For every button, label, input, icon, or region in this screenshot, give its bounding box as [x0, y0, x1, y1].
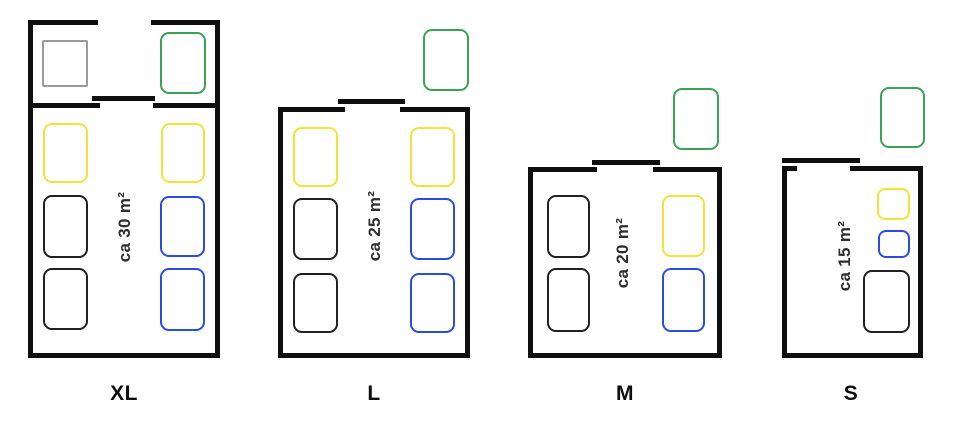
furniture-blue [878, 230, 910, 258]
room-xl-partition-wall-left [33, 103, 100, 108]
furniture-yellow [877, 188, 910, 220]
room-l-size-label: L [367, 382, 381, 405]
furniture-blue [410, 273, 455, 333]
room-l-area-label: ca 25 m² [365, 190, 384, 262]
furniture-black [293, 198, 338, 260]
furniture-blue [160, 196, 205, 257]
room-xl-door-opening [100, 103, 153, 108]
room-xl-partition-wall-right [153, 103, 215, 108]
furniture-blue [662, 268, 705, 332]
furniture-black [547, 195, 590, 258]
room-s-size-label: S [843, 382, 859, 405]
furniture-green [673, 88, 719, 150]
room-xl-door-lintel [92, 96, 155, 101]
furniture-blue [410, 198, 455, 260]
furniture-yellow [410, 127, 455, 187]
room-xl-area-label: ca 30 m² [115, 191, 134, 263]
furniture-black [547, 268, 590, 332]
room-s-door-opening [797, 166, 850, 171]
room-m-size-label: M [616, 382, 634, 405]
furniture-green [880, 87, 925, 148]
furniture-yellow [43, 123, 88, 183]
room-m-door-lintel [592, 160, 660, 165]
furniture-black [43, 195, 88, 258]
room-m-door-opening [597, 167, 653, 172]
room-s-area-label: ca 15 m² [835, 220, 854, 292]
room-xl-door-opening [98, 20, 151, 25]
furniture-blue [160, 268, 205, 331]
room-xl-size-label: XL [110, 382, 138, 405]
furniture-yellow [293, 127, 338, 187]
room-s-outline [782, 166, 923, 358]
furniture-black [293, 273, 338, 333]
furniture-yellow [161, 123, 205, 183]
furniture-black [863, 270, 910, 333]
room-l-door-opening [345, 107, 400, 112]
room-l-door-lintel [338, 99, 405, 104]
furniture-black [43, 268, 88, 330]
furniture-green [160, 32, 206, 94]
furniture-yellow [662, 195, 705, 257]
room-m-area-label: ca 20 m² [613, 217, 632, 289]
furniture-green [423, 29, 469, 91]
furniture-gray [42, 40, 88, 87]
room-s-door-lintel [782, 158, 860, 163]
